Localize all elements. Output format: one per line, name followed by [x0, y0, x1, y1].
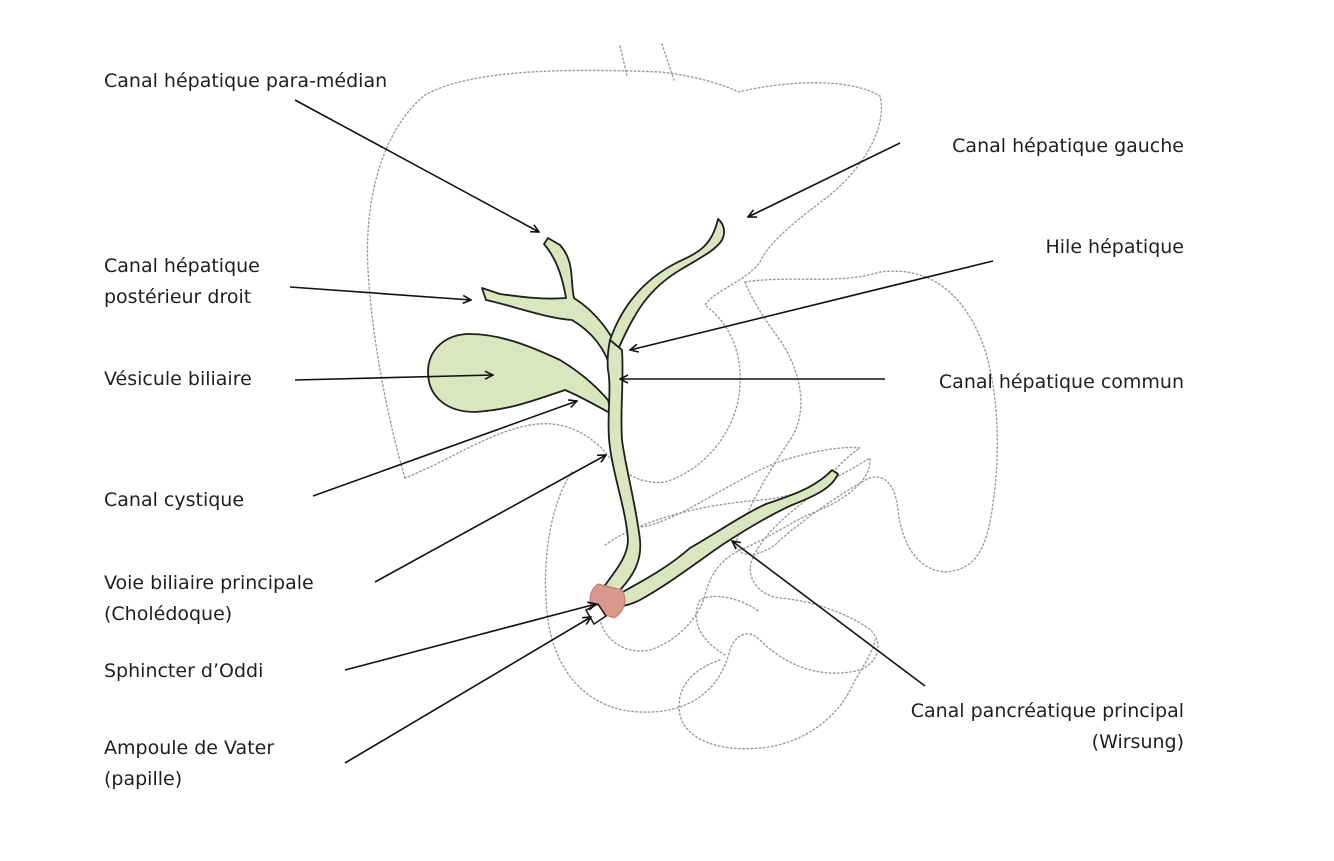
label-line: Ampoule de Vater: [104, 737, 275, 759]
label-line: Canal pancréatique principal: [910, 700, 1184, 722]
arrow-hilum: [630, 260, 994, 350]
label-line: Canal hépatique commun: [938, 371, 1184, 393]
label-line: (Cholédoque): [104, 603, 233, 625]
label-line: Hile hépatique: [1045, 236, 1184, 258]
stomach-outline: [734, 270, 998, 573]
arrow-gallbladder: [294, 375, 493, 381]
label-para-median-hepatic-duct: Canal hépatique para-médian: [104, 66, 387, 97]
pancreatic-duct: [611, 469, 839, 608]
label-line: (Wirsung): [1091, 731, 1184, 753]
biliary-tree: [427, 218, 839, 626]
vessel-outline-left: [619, 45, 628, 77]
label-line: Voie biliaire principale: [104, 572, 314, 594]
arrow-ampulla: [344, 617, 591, 764]
label-common-hepatic-duct: Canal hépatique commun: [939, 367, 1184, 398]
label-hepatic-hilum: Hile hépatique: [1045, 232, 1184, 263]
leader-arrows: [289, 99, 994, 764]
label-line: (papille): [104, 768, 183, 790]
arrow-para-median: [294, 99, 539, 232]
label-line: Canal hépatique gauche: [952, 135, 1184, 157]
arrow-cystic: [312, 401, 577, 497]
arrow-left-hepatic: [748, 142, 901, 217]
label-line: Canal cystique: [104, 489, 245, 511]
duodenum-outline: [544, 446, 879, 713]
label-line: Sphincter d’Oddi: [104, 660, 264, 682]
label-ampulla-of-vater: Ampoule de Vater (papille): [104, 733, 274, 795]
right-hepatic-branch: [481, 237, 623, 373]
left-hepatic-branch: [609, 218, 725, 353]
pancreas-outline: [599, 456, 871, 652]
label-line: postérieur droit: [104, 286, 252, 308]
arrow-pancreatic: [732, 541, 926, 687]
label-left-hepatic-duct: Canal hépatique gauche: [952, 131, 1184, 162]
label-gallbladder: Vésicule biliaire: [104, 364, 252, 395]
label-right-posterior-hepatic-duct: Canal hépatique postérieur droit: [104, 251, 260, 313]
label-sphincter-of-oddi: Sphincter d’Oddi: [104, 656, 263, 687]
label-line: Canal hépatique: [104, 255, 260, 277]
common-bile-duct: [599, 339, 642, 593]
jejunum-inner-outline: [695, 595, 761, 656]
gallbladder-shape: [427, 333, 613, 415]
label-common-bile-duct: Voie biliaire principale (Cholédoque): [104, 568, 314, 630]
label-cystic-duct: Canal cystique: [104, 485, 244, 516]
jejunum-outline: [678, 639, 876, 750]
label-line: Canal hépatique para-médian: [104, 70, 388, 92]
vessel-outline-right: [661, 43, 675, 81]
arrow-common-bile: [374, 455, 606, 583]
label-line: Vésicule biliaire: [104, 368, 252, 390]
liver-outline: [366, 69, 882, 484]
arrow-sphincter: [344, 604, 596, 671]
label-main-pancreatic-duct: Canal pancréatique principal (Wirsung): [911, 696, 1184, 758]
arrow-posterior-right: [289, 286, 471, 300]
